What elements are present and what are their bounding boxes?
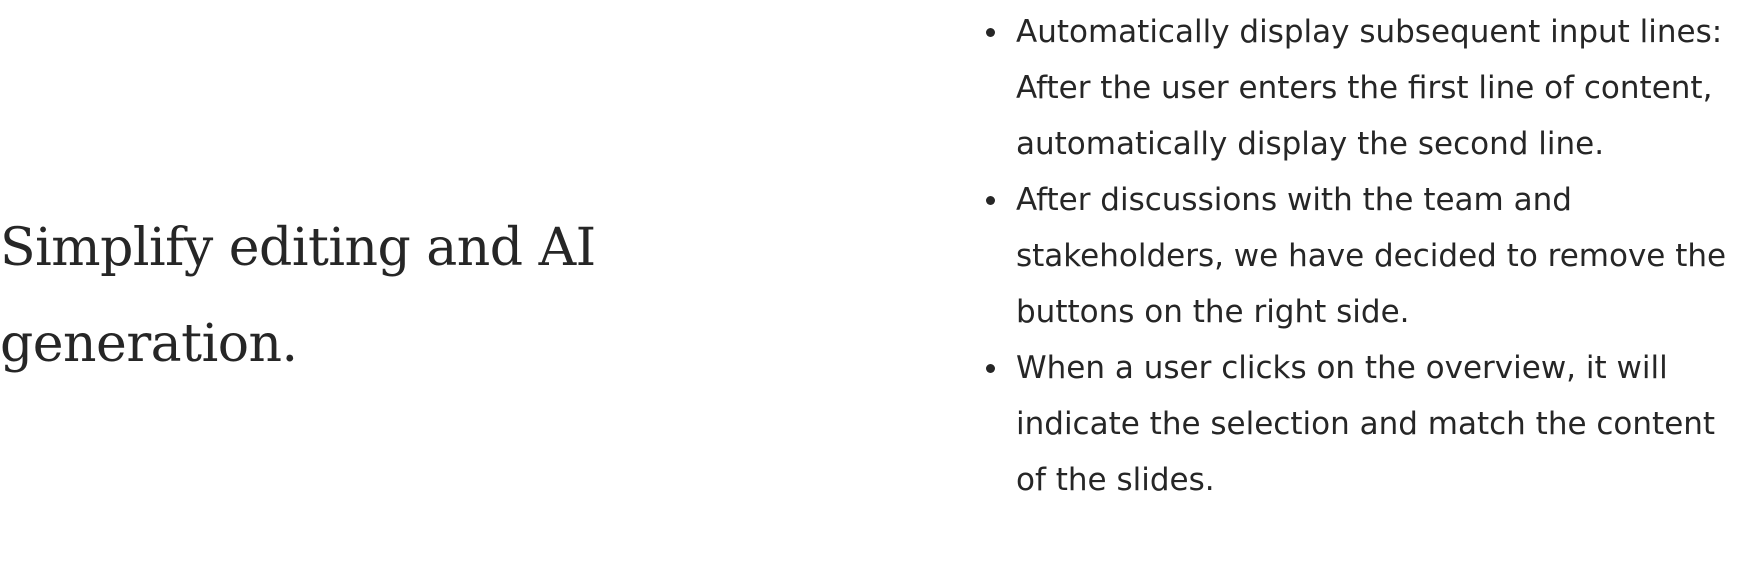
bullet-list: Automatically display subsequent input l… <box>986 4 1738 508</box>
bullet-icon <box>986 196 995 205</box>
list-item: After discussions with the team and stak… <box>986 172 1738 340</box>
section-heading: Simplify editing and AI generation. <box>0 218 596 374</box>
bullet-icon <box>986 364 995 373</box>
list-item: When a user clicks on the overview, it w… <box>986 340 1738 508</box>
list-item-text: After discussions with the team and stak… <box>1016 182 1727 330</box>
list-item-text: When a user clicks on the overview, it w… <box>1016 350 1716 498</box>
list-item: Automatically display subsequent input l… <box>986 4 1738 172</box>
list-item-text: Automatically display subsequent input l… <box>1016 14 1723 162</box>
bullet-icon <box>986 28 995 37</box>
